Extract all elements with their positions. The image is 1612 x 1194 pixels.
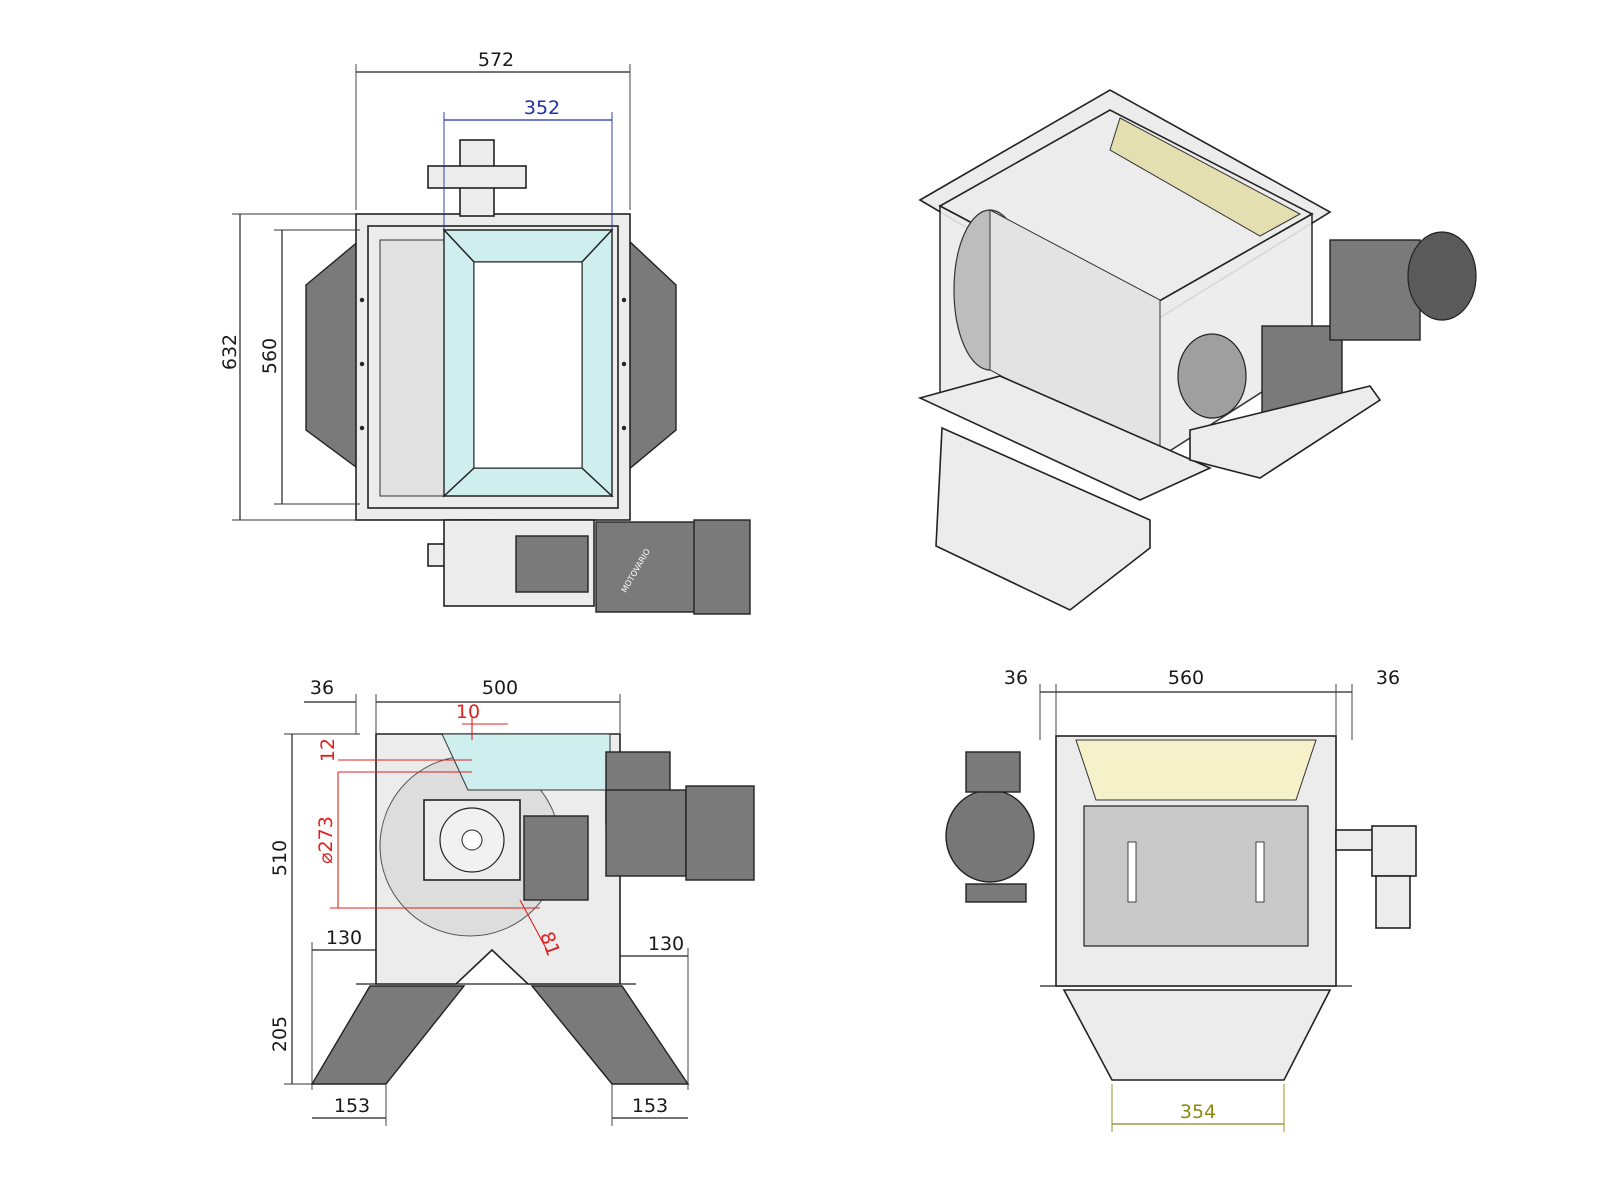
dim-130-left: 130 [326, 927, 362, 949]
dim-560-front: 560 [1168, 667, 1204, 689]
dim-153-right: 153 [632, 1095, 668, 1117]
top-view: MOTOVARIO 572 352 632 560 [219, 49, 751, 615]
dim-36-side: 36 [310, 677, 334, 699]
dim-560-top: 560 [259, 338, 281, 374]
dim-153-left: 153 [334, 1095, 370, 1117]
dim-36-left: 36 [1004, 667, 1028, 689]
dim-352: 352 [524, 97, 560, 119]
dim-510: 510 [269, 840, 291, 876]
front-view: 36 560 36 354 [945, 667, 1417, 1132]
dim-36-right: 36 [1376, 667, 1400, 689]
dim-10: 10 [456, 701, 480, 723]
side-view: 10 12 ⌀273 81 36 500 510 205 130 130 153… [269, 677, 755, 1126]
dim-572: 572 [478, 49, 514, 71]
isometric-view [917, 89, 1477, 611]
dim-632: 632 [219, 334, 241, 370]
dim-205: 205 [269, 1016, 291, 1052]
dim-500: 500 [482, 677, 518, 699]
dim-273: ⌀273 [315, 816, 337, 864]
dim-12: 12 [317, 738, 339, 762]
dim-130-right: 130 [648, 933, 684, 955]
dim-354: 354 [1180, 1101, 1216, 1123]
